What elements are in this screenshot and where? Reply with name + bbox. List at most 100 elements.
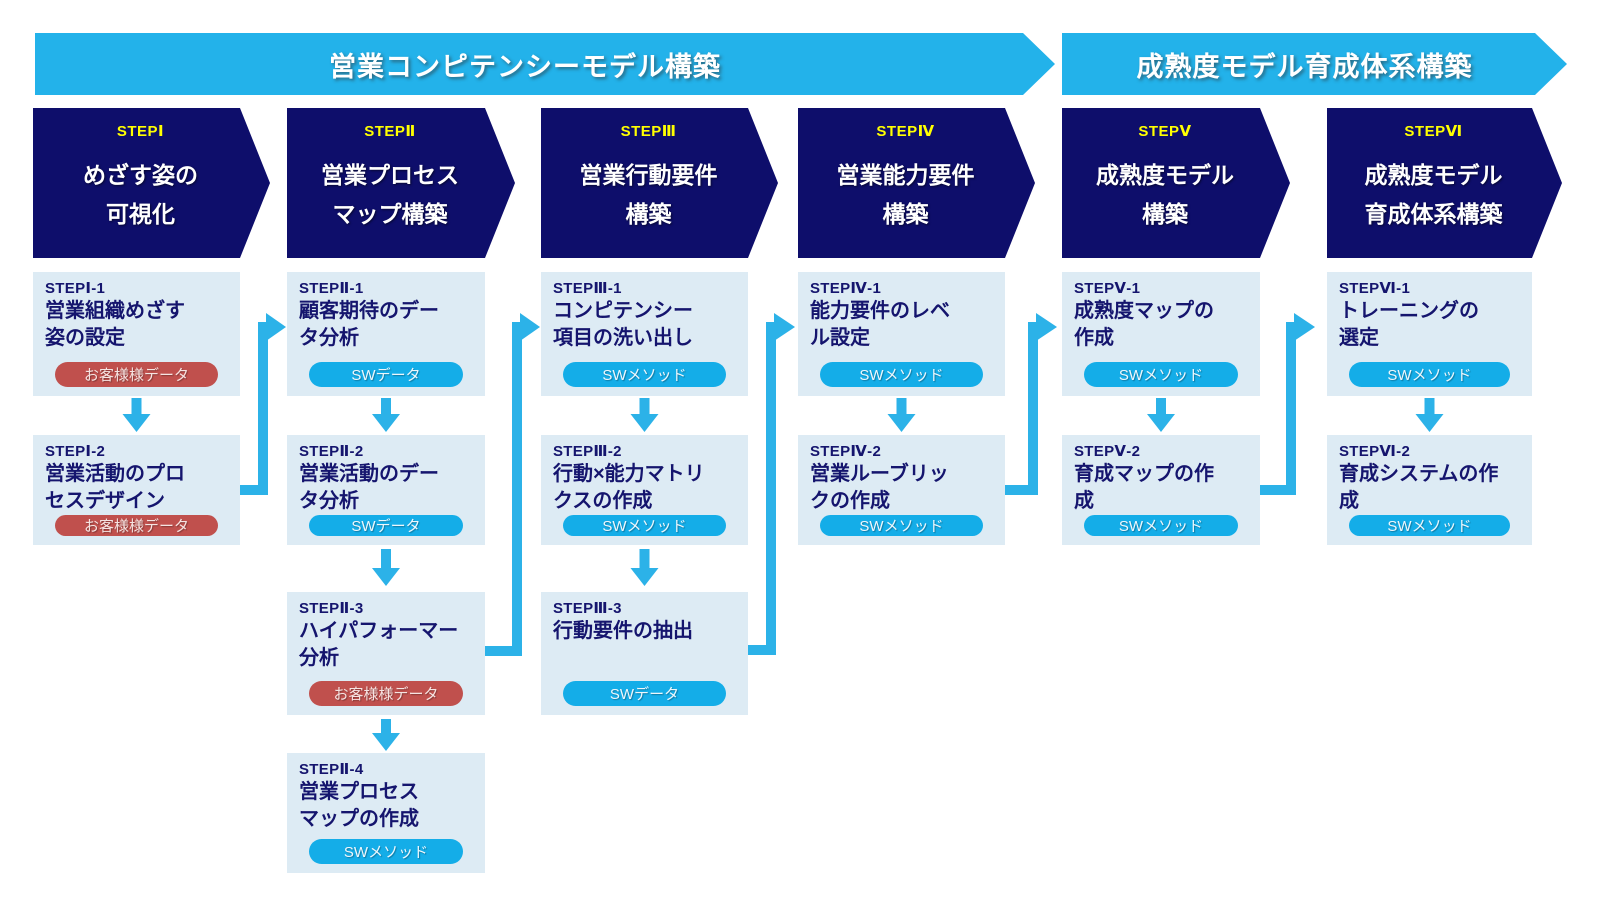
task-step-label: STEPⅢ-3	[553, 600, 622, 617]
step-chevron-4: STEPⅣ 営業能力要件 構築	[798, 108, 1035, 258]
step-chevron-label: STEPⅠ	[116, 123, 165, 140]
data-source-badge: SWデータ	[309, 362, 463, 387]
step-chevron-title-line: 成熟度モデル	[1096, 161, 1234, 188]
step-chevron-title: 成熟度モデル 育成体系構築	[1365, 140, 1503, 258]
step-chevron-5: STEPⅤ 成熟度モデル 構築	[1062, 108, 1290, 258]
arrow-iv2-to-v1	[1005, 313, 1057, 495]
task-title: 営業ルーブリッ クの作成	[810, 463, 949, 512]
data-source-badge: SWメソッド	[820, 514, 983, 536]
task-step-label: STEPⅣ-1	[810, 280, 882, 297]
task-title: ハイパフォーマー 分析	[299, 620, 459, 669]
step-chevron-title: 営業プロセス マップ構築	[321, 140, 459, 258]
arrow-vi1-to-vi2	[1415, 398, 1444, 432]
task-step-label: STEPⅤ-2	[1074, 443, 1141, 460]
task-step-label: STEPⅢ-2	[553, 443, 622, 460]
task-box-iv-1: STEPⅣ-1 能力要件のレベ ル設定 SWメソッド	[798, 272, 1005, 396]
task-box-iv-2: STEPⅣ-2 営業ルーブリッ クの作成 SWメソッド	[798, 435, 1005, 545]
task-title: 行動要件の抽出	[553, 620, 693, 642]
data-source-badge: SWメソッド	[1084, 514, 1238, 536]
step-chevron-title-line: マップ構築	[332, 201, 448, 227]
data-source-badge: SWメソッド	[1084, 362, 1238, 387]
task-box-iii-3: STEPⅢ-3 行動要件の抽出 SWデータ	[541, 592, 748, 715]
task-step-label: STEPⅤ-1	[1074, 280, 1141, 297]
arrow-i2-to-ii1	[240, 313, 286, 495]
task-title: 成熟度マップの 作成	[1074, 300, 1214, 349]
task-box-vi-2: STEPⅥ-2 育成システムの作 成 SWメソッド	[1327, 435, 1532, 545]
step-chevron-6: STEPⅥ 成熟度モデル 育成体系構築	[1327, 108, 1562, 258]
step-chevron-title-line: 可視化	[106, 201, 175, 227]
task-title: 営業活動のプロ セスデザイン	[45, 463, 185, 512]
banner-label: 営業コンピテンシーモデル構築	[329, 51, 721, 82]
task-step-label: STEPⅡ-2	[299, 443, 364, 460]
task-box-iii-1: STEPⅢ-1 コンピテンシー 項目の洗い出し SWメソッド	[541, 272, 748, 396]
data-source-badge: お客様様データ	[55, 514, 218, 536]
data-source-badge: SWデータ	[309, 514, 463, 536]
arrow-v2-to-vi1	[1260, 313, 1315, 495]
data-source-badge: お客様様データ	[55, 362, 218, 387]
task-title: 営業活動のデー タ分析	[299, 463, 439, 512]
arrow-v1-to-v2	[1147, 398, 1175, 432]
phase-banner-competency-model: 営業コンピテンシーモデル構築	[35, 33, 1055, 95]
task-box-ii-1: STEPⅡ-1 顧客期待のデー タ分析 SWデータ	[287, 272, 485, 396]
step-chevron-label: STEPⅥ	[1404, 123, 1463, 140]
banner-label: 成熟度モデル育成体系構築	[1136, 51, 1473, 82]
arrow-iv1-to-iv2	[887, 398, 916, 432]
step-chevron-title-line: 構築	[882, 201, 929, 227]
task-step-label: STEPⅣ-2	[810, 443, 882, 460]
step-chevron-title: 営業能力要件 構築	[837, 140, 975, 258]
task-step-label: STEPⅥ-1	[1339, 280, 1411, 297]
task-box-i-1: STEPⅠ-1 営業組織めざす 姿の設定 お客様様データ	[33, 272, 240, 396]
data-source-badge: SWメソッド	[820, 362, 983, 387]
step-chevron-label: STEPⅤ	[1138, 123, 1192, 140]
step-chevron-title-line: 営業行動要件	[579, 161, 718, 188]
task-title: 行動×能力マトリ クスの作成	[553, 463, 705, 512]
data-source-badge: SWメソッド	[1349, 362, 1510, 387]
data-source-badge: SWメソッド	[563, 362, 726, 387]
task-step-label: STEPⅠ-1	[45, 280, 106, 297]
step-chevron-title-line: 育成体系構築	[1364, 201, 1503, 227]
step-chevron-title-line: 構築	[1142, 201, 1188, 227]
step-chevron-label: STEPⅡ	[364, 123, 416, 140]
data-source-badge: SWメソッド	[563, 514, 726, 536]
task-title: 能力要件のレベ ル設定	[810, 300, 950, 349]
task-box-ii-4: STEPⅡ-4 営業プロセス マップの作成 SWメソッド	[287, 753, 485, 873]
step-chevron-label: STEPⅢ	[620, 123, 677, 140]
step-chevron-3: STEPⅢ 営業行動要件 構築	[541, 108, 778, 258]
task-box-ii-2: STEPⅡ-2 営業活動のデー タ分析 SWデータ	[287, 435, 485, 545]
step-chevron-title-line: 営業プロセス	[321, 161, 459, 188]
task-title: 営業組織めざす 姿の設定	[45, 300, 185, 349]
arrow-iii1-to-iii2	[630, 398, 659, 432]
step-chevron-title-line: めざす姿の	[83, 161, 198, 188]
task-step-label: STEPⅠ-2	[45, 443, 106, 460]
task-title: 育成マップの作 成	[1074, 463, 1214, 512]
task-step-label: STEPⅥ-2	[1339, 443, 1411, 460]
task-box-v-2: STEPⅤ-2 育成マップの作 成 SWメソッド	[1062, 435, 1260, 545]
step-chevron-title-line: 営業能力要件	[836, 161, 975, 188]
arrow-ii1-to-ii2	[372, 398, 400, 432]
task-title: トレーニングの 選定	[1339, 300, 1479, 349]
data-source-badge: SWメソッド	[1349, 514, 1510, 536]
arrow-ii3-to-ii4	[372, 719, 400, 751]
task-box-ii-3: STEPⅡ-3 ハイパフォーマー 分析 お客様様データ	[287, 592, 485, 715]
task-step-label: STEPⅡ-3	[299, 600, 364, 617]
arrow-i1-to-i2	[122, 398, 151, 432]
task-step-label: STEPⅡ-4	[299, 761, 364, 778]
task-box-vi-1: STEPⅥ-1 トレーニングの 選定 SWメソッド	[1327, 272, 1532, 396]
step-chevron-1: STEPⅠ めざす姿の 可視化	[33, 108, 270, 258]
task-title: 育成システムの作 成	[1339, 463, 1499, 512]
step-chevron-2: STEPⅡ 営業プロセス マップ構築	[287, 108, 515, 258]
task-title: コンピテンシー 項目の洗い出し	[553, 300, 693, 349]
data-source-badge: SWデータ	[563, 681, 726, 706]
arrow-ii2-to-ii3	[372, 549, 400, 586]
task-title: 営業プロセス マップの作成	[299, 781, 419, 830]
task-box-i-2: STEPⅠ-2 営業活動のプロ セスデザイン お客様様データ	[33, 435, 240, 545]
task-box-v-1: STEPⅤ-1 成熟度マップの 作成 SWメソッド	[1062, 272, 1260, 396]
step-chevron-title-line: 成熟度モデル	[1364, 161, 1503, 188]
task-step-label: STEPⅡ-1	[299, 280, 364, 297]
task-step-label: STEPⅢ-1	[553, 280, 622, 297]
arrow-iii3-to-iv1	[748, 313, 795, 655]
data-source-badge: SWメソッド	[309, 839, 463, 864]
arrow-ii3-to-iii1	[485, 313, 540, 656]
step-chevron-title: めざす姿の 可視化	[83, 140, 198, 258]
